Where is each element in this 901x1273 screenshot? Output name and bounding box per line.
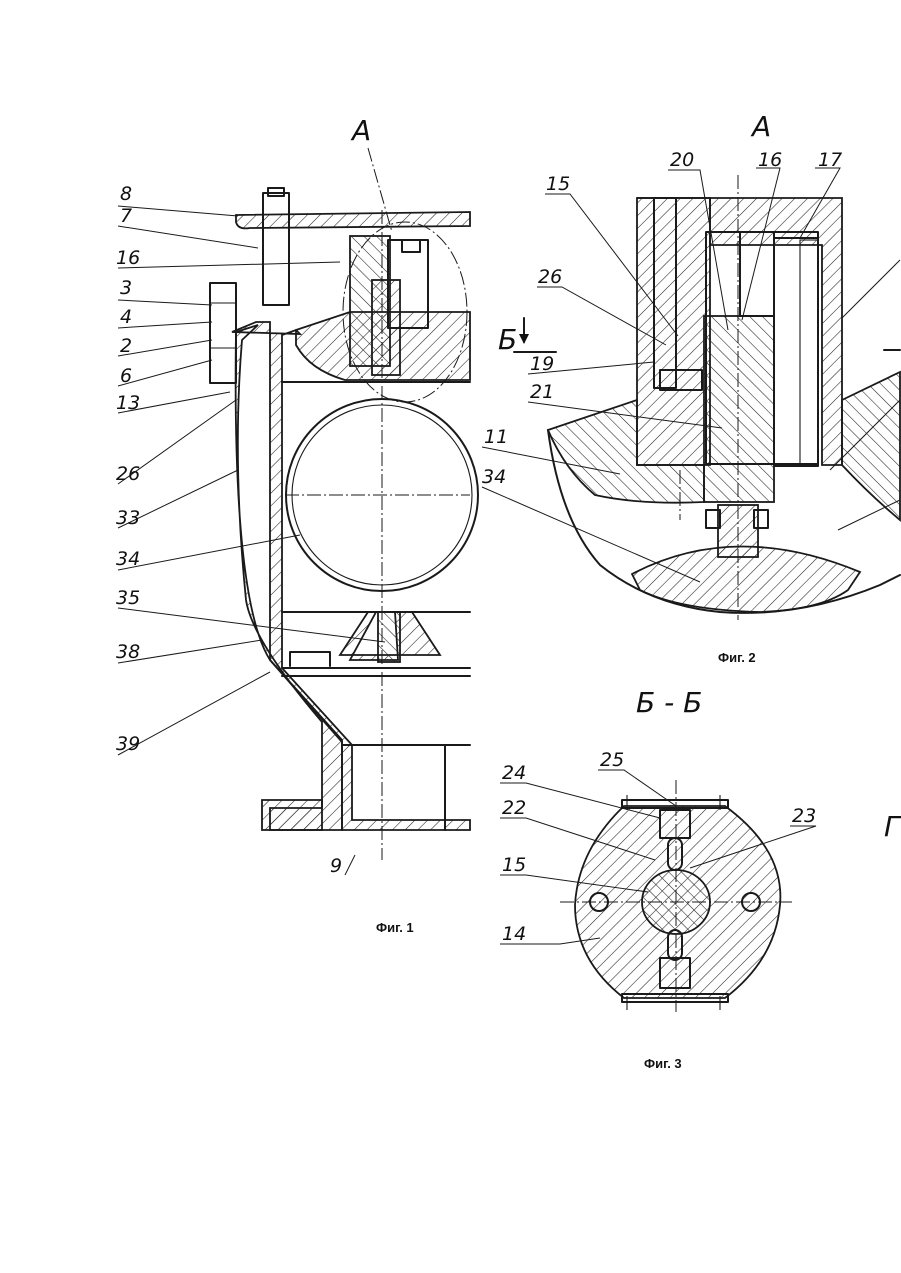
label-34b: 34 xyxy=(482,466,506,488)
figure-3: Б - Б 25 24 22 23 15 14 xyxy=(500,686,816,1071)
fig3-section-title: Б - Б xyxy=(636,686,702,719)
label-35: 35 xyxy=(116,587,140,609)
label-15b: 15 xyxy=(502,854,526,876)
fig2-caption: Фиг. 2 xyxy=(718,650,756,665)
base-casting-right xyxy=(842,372,900,520)
label-17: 17 xyxy=(818,149,842,171)
label-39: 39 xyxy=(116,733,140,755)
figure-1: А 8 7 16 3 4 2 6 13 26 33 34 35 38 39 9 … xyxy=(116,114,478,935)
label-6: 6 xyxy=(120,365,132,387)
label-38: 38 xyxy=(116,641,140,663)
housing-outer-shell xyxy=(236,325,342,830)
label-16: 16 xyxy=(116,247,140,269)
cover-plate xyxy=(236,212,470,228)
label-26: 26 xyxy=(116,463,140,485)
label-33: 33 xyxy=(116,507,140,529)
label-11: 11 xyxy=(484,426,508,448)
label-34: 34 xyxy=(116,548,140,570)
label-26b: 26 xyxy=(538,266,562,288)
fig2-view-label: А xyxy=(750,110,771,143)
fig1-labels: 8 7 16 3 4 2 6 13 26 33 34 35 38 39 9 xyxy=(116,183,342,877)
cover-bolt xyxy=(263,193,289,305)
clamp-bolt xyxy=(210,283,236,383)
label-7: 7 xyxy=(120,205,132,227)
label-24: 24 xyxy=(502,762,526,784)
label-23: 23 xyxy=(792,805,816,827)
outlet-flange xyxy=(262,800,322,830)
label-13: 13 xyxy=(116,392,140,414)
fig1-view-label: А xyxy=(350,114,371,147)
label-8: 8 xyxy=(120,183,132,205)
label-4: 4 xyxy=(120,306,132,328)
label-15: 15 xyxy=(546,173,570,195)
fig1-caption: Фиг. 1 xyxy=(376,920,414,935)
label-14: 14 xyxy=(502,923,526,945)
edge-letter: Г xyxy=(884,810,901,843)
stem-rod xyxy=(704,316,774,502)
label-25: 25 xyxy=(600,749,624,771)
label-21: 21 xyxy=(530,381,554,403)
label-2: 2 xyxy=(120,335,132,357)
label-3: 3 xyxy=(120,277,132,299)
label-20: 20 xyxy=(670,149,694,171)
fig3-caption: Фиг. 3 xyxy=(644,1056,682,1071)
support-pin xyxy=(378,612,400,662)
figure-2: А Б xyxy=(482,110,900,665)
label-9: 9 xyxy=(330,855,342,877)
label-16b: 16 xyxy=(758,149,782,171)
label-19: 19 xyxy=(530,353,554,375)
label-22: 22 xyxy=(502,797,526,819)
